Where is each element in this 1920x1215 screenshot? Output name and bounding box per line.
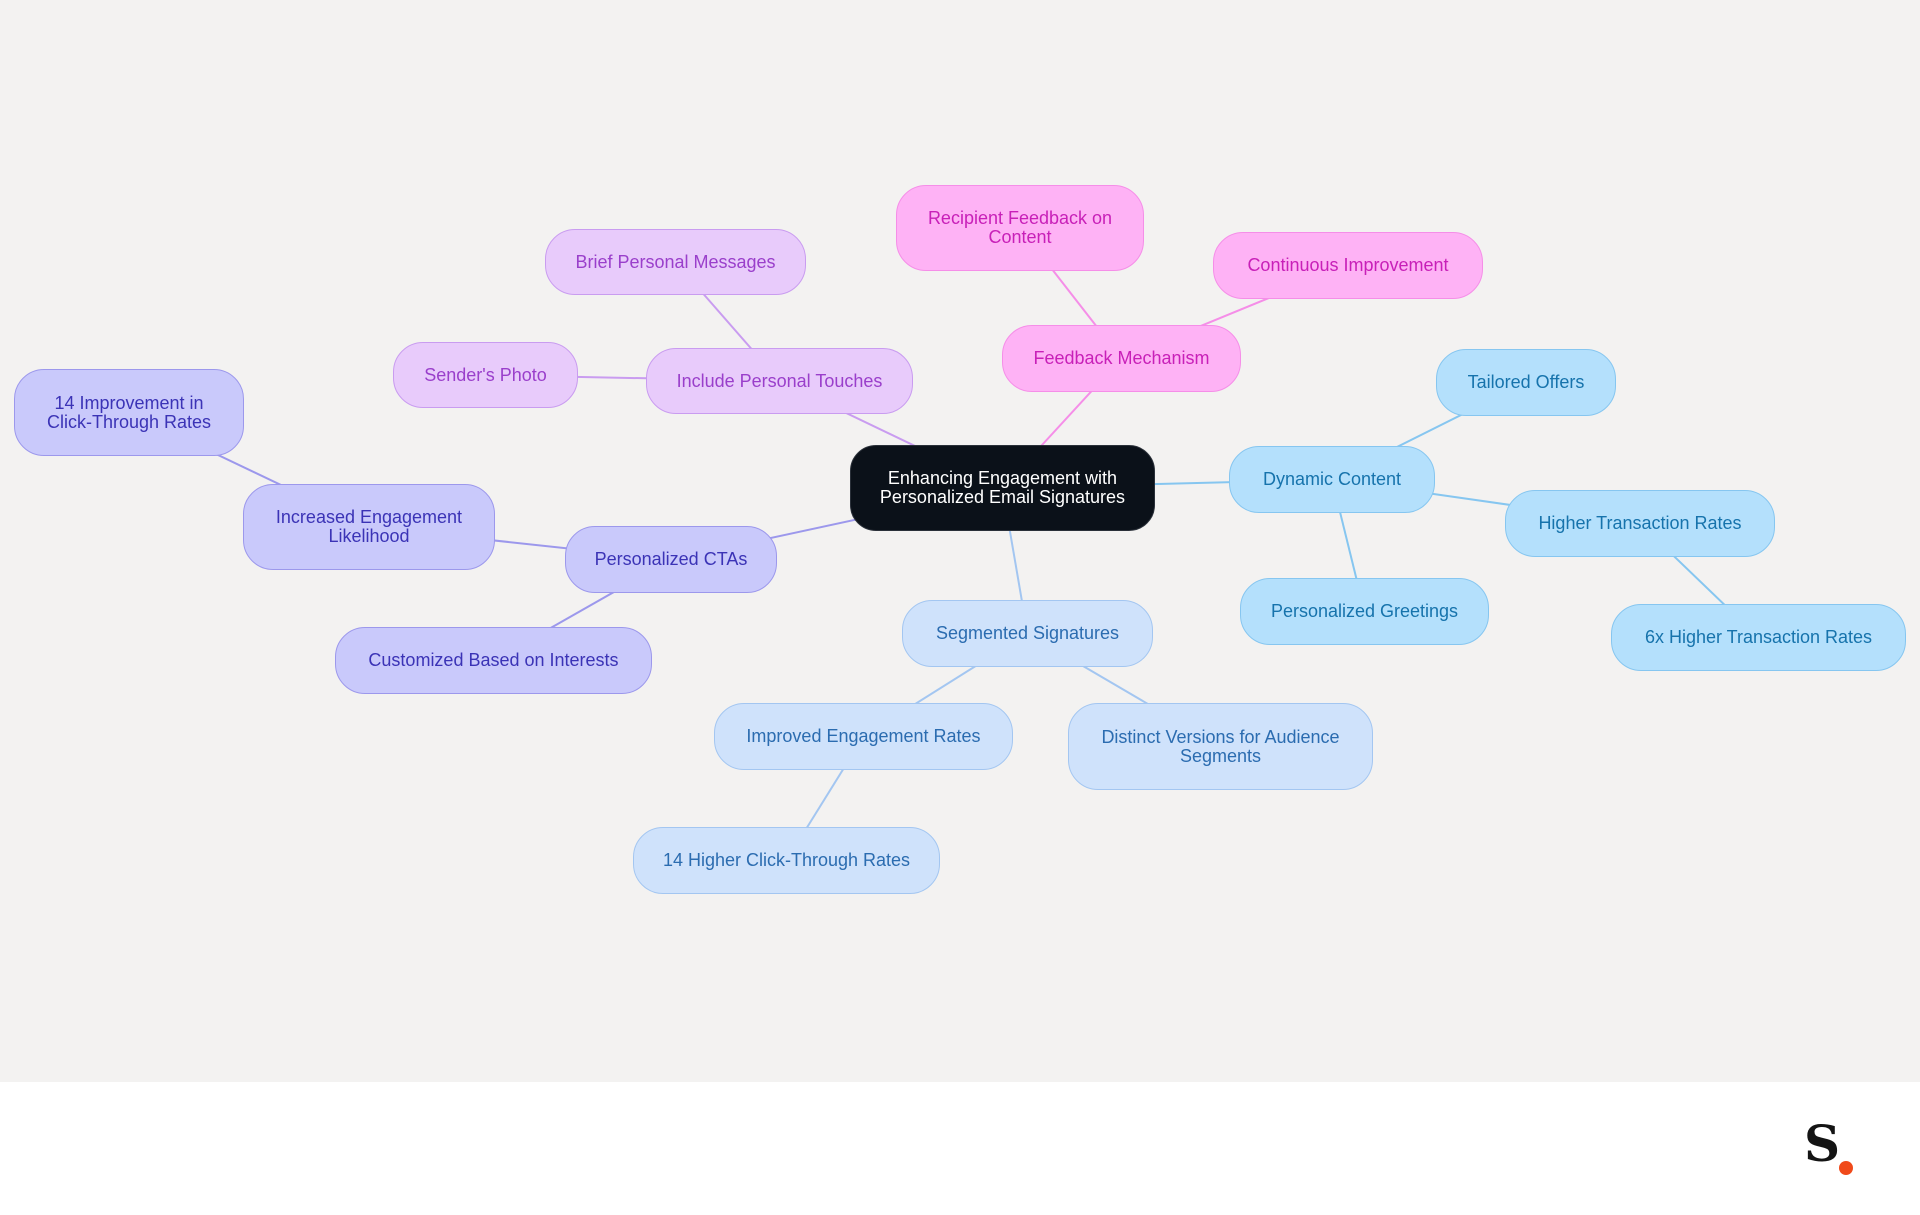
node-14-higher-click-through-rates[interactable]: 14 Higher Click-Through Rates xyxy=(633,827,940,894)
node-dynamic-content[interactable]: Dynamic Content xyxy=(1229,446,1435,513)
logo-dot-icon xyxy=(1839,1161,1853,1175)
node-brief-personal-messages[interactable]: Brief Personal Messages xyxy=(545,229,806,295)
node-personalized-greetings[interactable]: Personalized Greetings xyxy=(1240,578,1489,645)
node-increased-engagement-likelihood[interactable]: Increased Engagement Likelihood xyxy=(243,484,495,570)
node-6x-higher-transaction-rates[interactable]: 6x Higher Transaction Rates xyxy=(1611,604,1906,671)
node-distinct-versions-for-audience-segments[interactable]: Distinct Versions for Audience Segments xyxy=(1068,703,1373,790)
node-customized-based-on-interests[interactable]: Customized Based on Interests xyxy=(335,627,652,694)
node-14-improvement-in-click-through-rates[interactable]: 14 Improvement in Click-Through Rates xyxy=(14,369,244,456)
footer xyxy=(0,1082,1920,1215)
node-senders-photo[interactable]: Sender's Photo xyxy=(393,342,578,408)
node-improved-engagement-rates[interactable]: Improved Engagement Rates xyxy=(714,703,1013,770)
node-include-personal-touches[interactable]: Include Personal Touches xyxy=(646,348,913,414)
root-node[interactable]: Enhancing Engagement with Personalized E… xyxy=(850,445,1155,531)
mind-map-canvas: Enhancing Engagement with Personalized E… xyxy=(0,0,1920,1082)
node-continuous-improvement[interactable]: Continuous Improvement xyxy=(1213,232,1483,299)
node-feedback-mechanism[interactable]: Feedback Mechanism xyxy=(1002,325,1241,392)
node-personalized-ctas[interactable]: Personalized CTAs xyxy=(565,526,777,593)
node-tailored-offers[interactable]: Tailored Offers xyxy=(1436,349,1616,416)
node-higher-transaction-rates[interactable]: Higher Transaction Rates xyxy=(1505,490,1775,557)
node-segmented-signatures[interactable]: Segmented Signatures xyxy=(902,600,1153,667)
brand-logo: S xyxy=(1804,1119,1864,1175)
logo-letter: S xyxy=(1804,1114,1841,1173)
node-recipient-feedback-on-content[interactable]: Recipient Feedback on Content xyxy=(896,185,1144,271)
